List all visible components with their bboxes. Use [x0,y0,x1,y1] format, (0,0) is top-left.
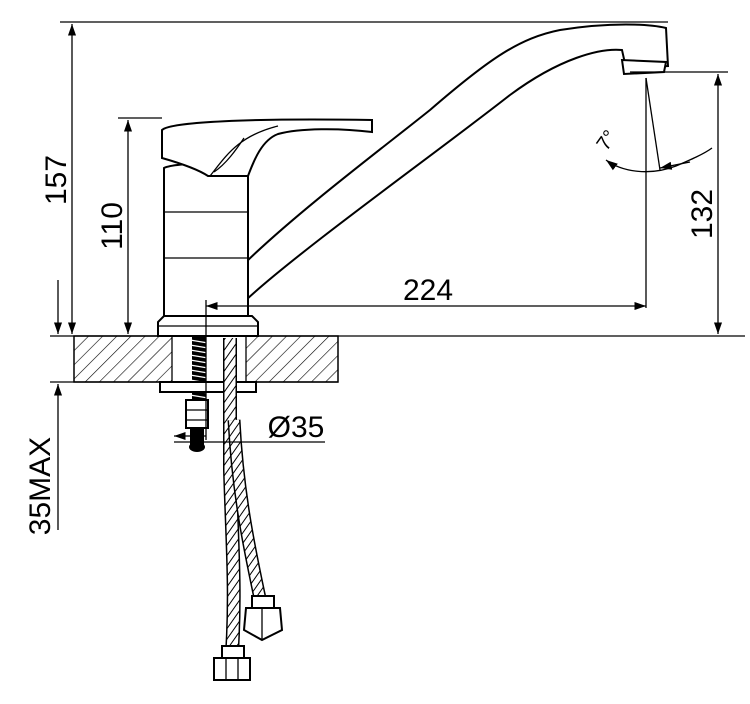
thread-mark [189,374,209,379]
angle-arc [605,147,713,173]
hose-fitting-right [242,595,284,642]
label-total-height: 157 [40,155,73,205]
thread-mark [189,359,209,364]
cartridge-body [163,162,249,317]
mounting-plate [159,381,257,393]
label-tilt-angle: 7° [593,126,622,154]
label-spout-reach: 224 [403,274,453,307]
thread-mark [189,369,209,374]
countertop [50,335,745,383]
mounting-nut [185,399,209,429]
hose-fitting-left [213,645,251,681]
faucet [157,23,670,452]
label-spout-height: 132 [686,189,719,239]
dimension-lines [53,21,728,530]
thread-mark [189,339,209,344]
lever-handle [161,118,373,177]
thread-mark [189,354,209,359]
spout [245,23,670,303]
thread-mark [189,349,209,354]
label-lever-height: 110 [96,202,129,250]
label-hole-diameter: Ø35 [268,411,325,444]
label-max-thickness: 35MAX [24,437,57,535]
thread-mark [189,394,209,399]
lever-accent [209,125,279,177]
thread-mark [189,364,209,369]
supply-hoses [213,338,284,681]
thread-mark [189,344,209,349]
